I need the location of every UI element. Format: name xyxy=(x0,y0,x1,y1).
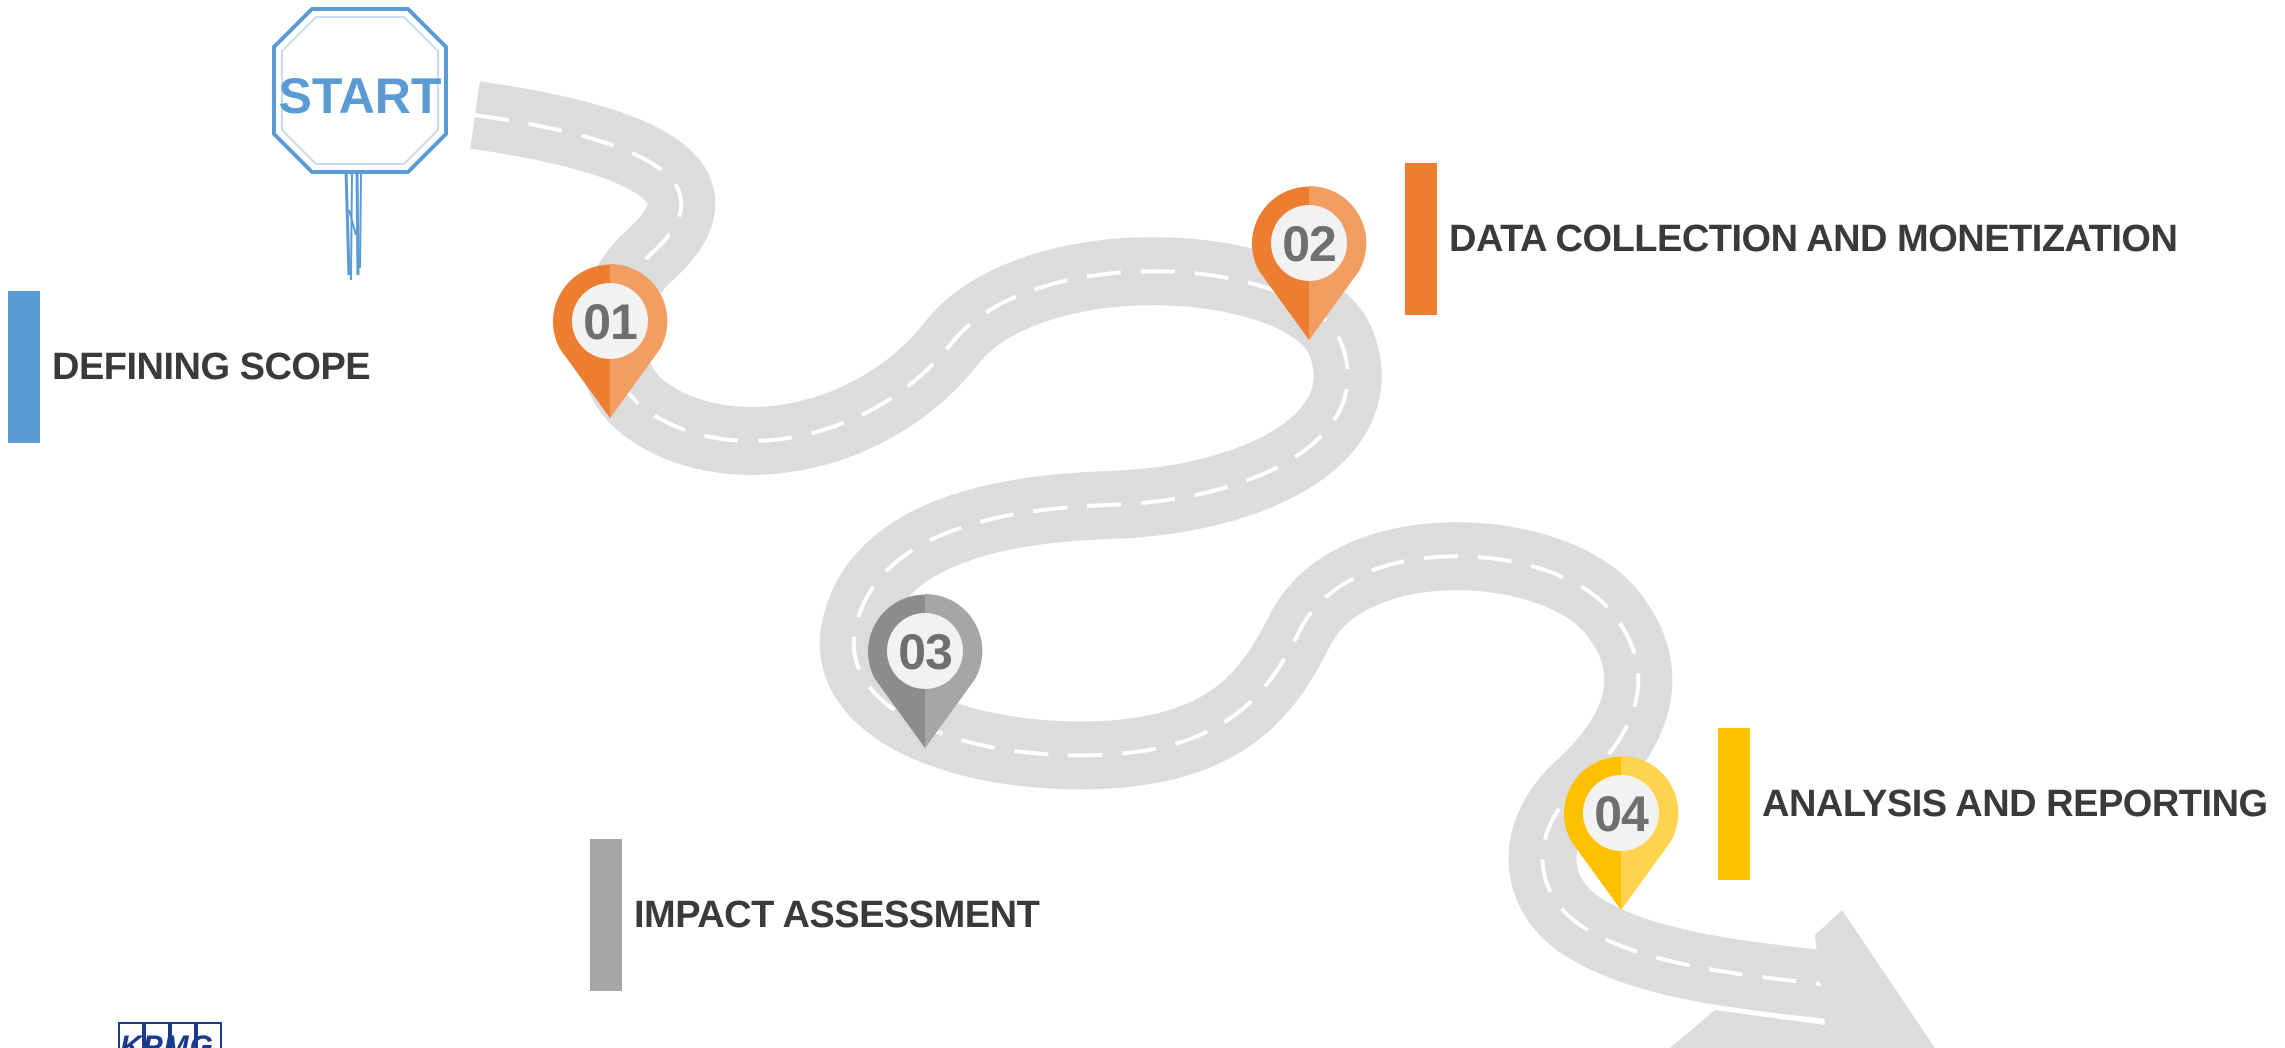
pin-number-4: 04 xyxy=(1594,786,1649,842)
step-label-3: IMPACT ASSESSMENT xyxy=(590,839,1040,991)
step-pin-1: 01 xyxy=(553,263,668,418)
road-centerline xyxy=(474,113,1831,987)
step-label-4: ANALYSIS AND REPORTING xyxy=(1718,728,2268,880)
step-bar-4 xyxy=(1718,728,1750,880)
step-label-1: DEFINING SCOPE xyxy=(8,291,371,443)
pin-number-3: 03 xyxy=(898,624,952,680)
start-sign: START xyxy=(272,7,448,281)
stop-sign-inner xyxy=(281,16,439,165)
pin-inner-circle xyxy=(1583,775,1659,851)
start-sign-text: START xyxy=(279,68,442,124)
step-label-text-4: ANALYSIS AND REPORTING xyxy=(1762,782,2268,825)
pin-inner-circle xyxy=(1271,205,1347,281)
step-pin-4: 04 xyxy=(1564,755,1679,910)
pin-inner-circle xyxy=(887,613,963,689)
step-pins: 01 02 03 04 xyxy=(553,185,1679,910)
step-label-2: DATA COLLECTION AND MONETIZATION xyxy=(1405,163,2178,315)
sign-post xyxy=(344,169,362,281)
road-arrow-head xyxy=(1670,910,1935,1048)
step-bar-3 xyxy=(590,839,622,991)
step-bar-1 xyxy=(8,291,40,443)
step-label-text-1: DEFINING SCOPE xyxy=(52,345,371,388)
step-bar-2 xyxy=(1405,163,1437,315)
step-label-text-2: DATA COLLECTION AND MONETIZATION xyxy=(1449,217,2178,260)
step-label-text-3: IMPACT ASSESSMENT xyxy=(634,893,1040,936)
step-pin-2: 02 xyxy=(1251,185,1367,340)
stop-sign-octagon xyxy=(272,7,448,174)
pin-number-1: 01 xyxy=(583,294,637,350)
kpmg-logo: KPMG xyxy=(118,1022,224,1048)
step-pin-3: 03 xyxy=(867,593,983,748)
pin-number-2: 02 xyxy=(1282,216,1336,272)
pin-inner-circle xyxy=(572,283,648,359)
kpmg-logo-text: KPMG xyxy=(120,1030,214,1048)
